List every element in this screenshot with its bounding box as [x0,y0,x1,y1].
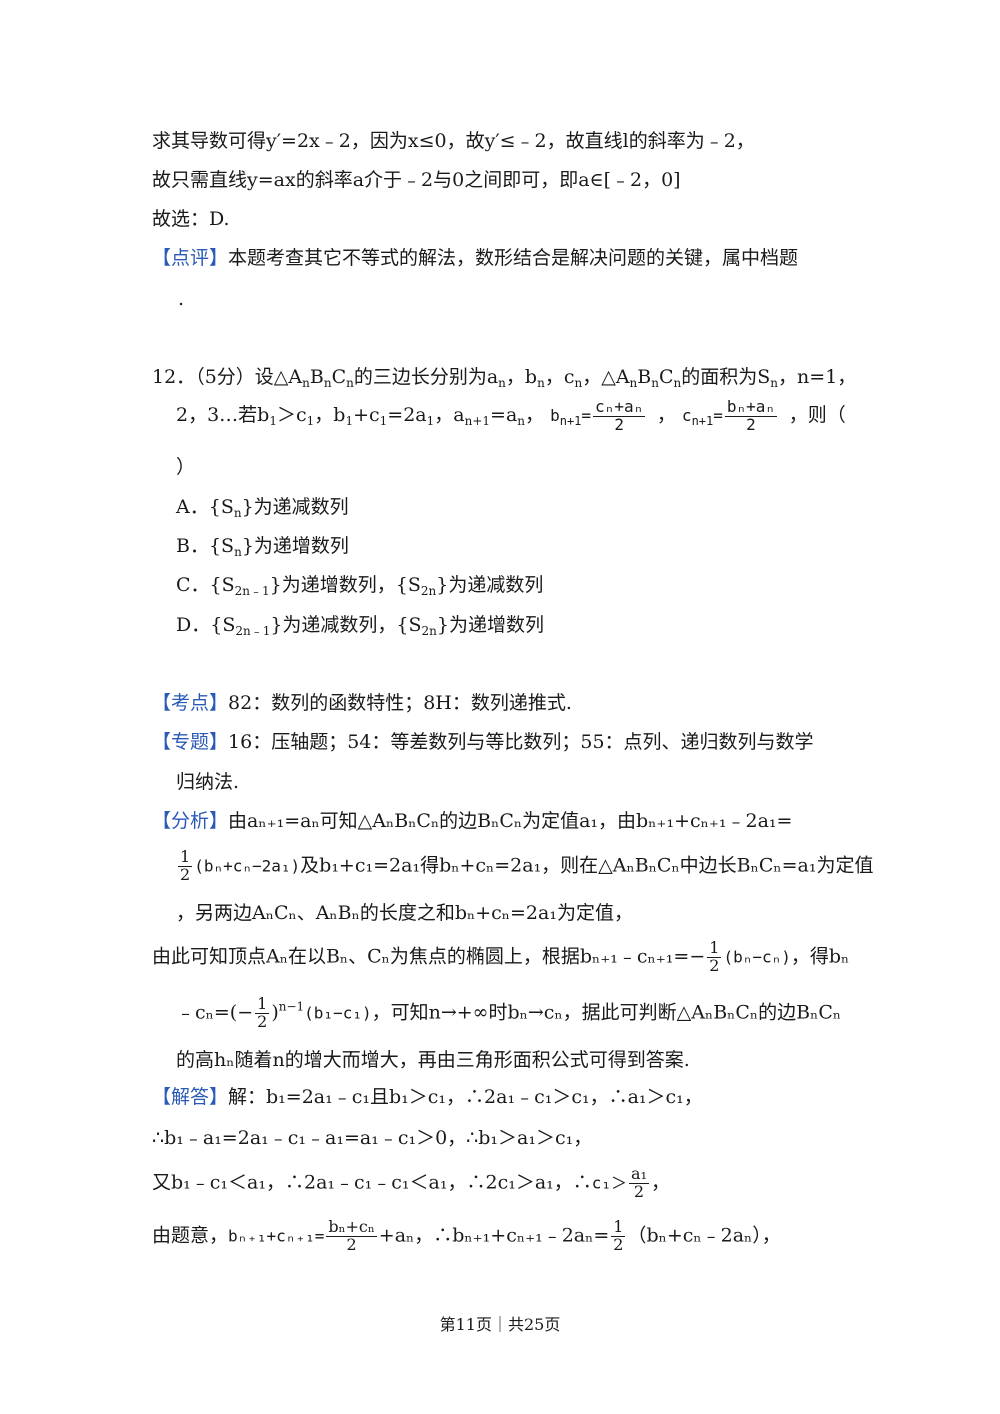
option-d[interactable]: D．{S2n﹣1}为递减数列，{S2n}为递增数列 [176,614,545,638]
solution-line-1: 求其导数可得y′=2x﹣2，因为x≤0，故y′≤﹣2，故直线l的斜率为﹣2， [152,130,755,152]
review-tag: 【点评】 [152,247,229,269]
kaodian-tag: 【考点】 [152,692,229,714]
jieda-tag: 【解答】 [152,1086,229,1108]
option-b[interactable]: B．{Sn}为递增数列 [176,535,349,559]
zhuanti-tag: 【专题】 [152,731,229,753]
review-text: 本题考查其它不等式的解法，数形结合是解决问题的关键，属中档题 [228,247,799,269]
zhuanti-line-1: 【专题】16：压轴题；54：等差数列与等比数列；55：点列、递归数列与数学 [152,731,814,753]
page-footer: 第11页｜共25页 [439,1315,561,1334]
zhuanti-line-2: 归纳法. [176,771,240,793]
fenxi-line-3: ，另两边AₙCₙ、AₙBₙ的长度之和bₙ+cₙ=2a₁为定值， [176,902,633,924]
jieda-line-1: 【解答】解：b₁=2a₁﹣c₁且b₁＞c₁，∴2a₁﹣c₁＞c₁，∴a₁＞c₁， [152,1086,703,1108]
option-c[interactable]: C．{S2n﹣1}为递增数列，{S2n}为递减数列 [176,574,544,598]
fenxi-line-6: 的高hₙ随着n的增大而增大，再由三角形面积公式可得到答案. [176,1049,690,1071]
fenxi-tag: 【分析】 [152,810,229,832]
kaodian-line: 【考点】82：数列的函数特性；8H：数列递推式. [152,692,572,714]
jieda-line-2: ∴b₁﹣a₁=2a₁﹣c₁﹣a₁=a₁﹣c₁＞0，∴b₁＞a₁＞c₁， [152,1127,593,1149]
question-12-line-1: 12．（5分）设△AnBnCn的三边长分别为an，bn，cn，△AnBnCn的面… [152,366,857,390]
fenxi-line-1: 【分析】由aₙ₊₁=aₙ可知△AₙBₙCₙ的边BₙCₙ为定值a₁，由bₙ₊₁+c… [152,810,793,832]
question-12-line-2: 2，3…若b1＞c1，b1+c1=2a1，an+1=an， bn+1=cₙ+aₙ… [176,397,846,434]
option-a[interactable]: A．{Sn}为递减数列 [176,496,349,520]
question-number: 12． [152,366,196,388]
review-line: 【点评】本题考查其它不等式的解法，数形结合是解决问题的关键，属中档题 [152,249,798,268]
review-tail: . [178,288,185,310]
question-score: （5分） [195,366,255,388]
question-12-close-paren: ） [176,456,196,478]
solution-line-2: 故只需直线y=ax的斜率a介于﹣2与0之间即可，即a∈[﹣2，0] [152,169,681,191]
answer-choice-line: 故选：D. [152,208,230,230]
